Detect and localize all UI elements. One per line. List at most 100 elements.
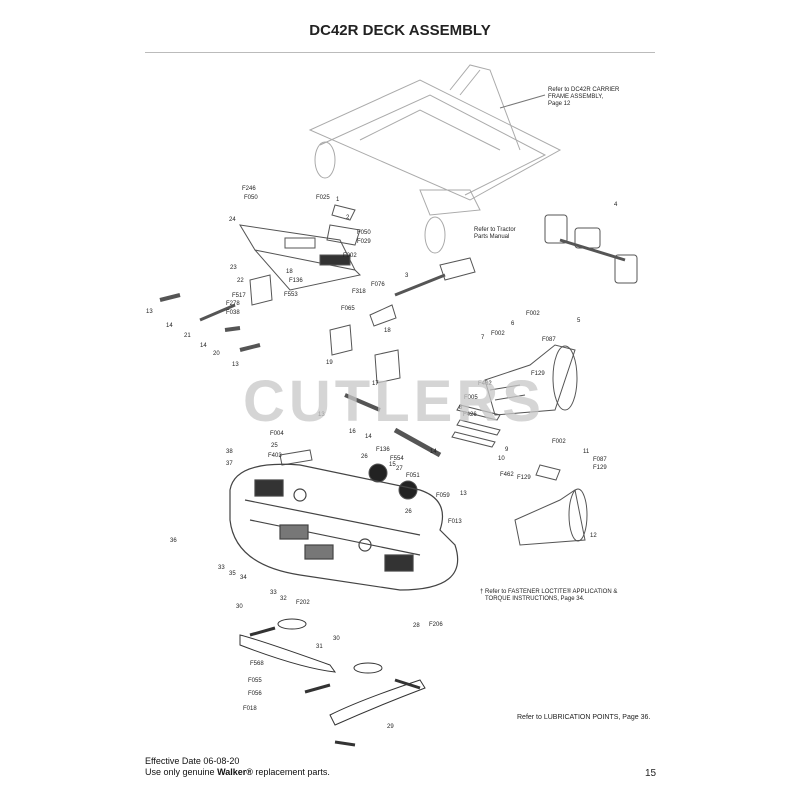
callout-label: 13 <box>146 309 153 315</box>
callout-label: 27 <box>396 466 403 472</box>
callout-label: 13 <box>460 491 467 497</box>
callout-label: 24 <box>229 217 236 223</box>
callout-label: 8 <box>459 405 463 411</box>
callout-label: F018 <box>243 706 257 712</box>
callout-label: F517 <box>232 293 246 299</box>
callout-label: 35 <box>229 571 236 577</box>
gearbox-assembly <box>544 214 638 284</box>
callout-label: 29 <box>387 724 394 730</box>
callout-label: F005 <box>464 395 478 401</box>
callout-label: 12 <box>590 533 597 539</box>
callout-label: F002 <box>491 331 505 337</box>
callout-label: 2 <box>346 215 350 221</box>
callout-label: F246 <box>242 186 256 192</box>
callout-label: 15 <box>389 462 396 468</box>
callout-label: F002 <box>343 253 357 259</box>
genuine-parts-notice: Use only genuine Walker® replacement par… <box>145 767 330 777</box>
effective-date: Effective Date 06-08-20 <box>145 756 240 766</box>
callout-label: F004 <box>270 431 284 437</box>
callout-label: F136 <box>289 278 303 284</box>
callout-label: 30 <box>236 604 243 610</box>
callout-label: 33 <box>218 565 225 571</box>
callout-label: F206 <box>429 622 443 628</box>
title-divider <box>145 52 655 53</box>
callout-label: F087 <box>593 457 607 463</box>
carrier-frame <box>308 64 562 254</box>
carrier-reference-note: Refer to DC42R CARRIER FRAME ASSEMBLY, P… <box>548 87 620 107</box>
callout-label: 18 <box>384 328 391 334</box>
callout-label: 14 <box>200 343 207 349</box>
callout-label: F202 <box>296 600 310 606</box>
callout-label: F462 <box>500 472 514 478</box>
loctite-reference-note: † Refer to FASTENER LOCTITE® APPLICATION… <box>480 589 618 602</box>
callout-label: F056 <box>248 691 262 697</box>
callout-labels: F246 F050 F025 1 24 2 F050 F029 F002 23 … <box>146 186 618 730</box>
discharge-chute-small <box>514 488 588 546</box>
deck-housing <box>229 463 459 591</box>
watermark: CUTLERS <box>243 369 545 434</box>
callout-label: 31 <box>316 644 323 650</box>
callout-label: 9 <box>505 447 509 453</box>
callout-label: 21 <box>184 333 191 339</box>
callout-label: 30 <box>333 636 340 642</box>
callout-label: 38 <box>226 449 233 455</box>
callout-label: 23 <box>230 265 237 271</box>
callout-label: 25 <box>271 443 278 449</box>
callout-label: F002 <box>552 439 566 445</box>
callout-label: 20 <box>213 351 220 357</box>
callout-label: 14 <box>430 449 437 455</box>
callout-label: 19 <box>326 360 333 366</box>
gearbox-cover <box>239 224 362 291</box>
callout-label: 6 <box>511 321 515 327</box>
callout-label: F554 <box>390 456 404 462</box>
callout-label: F051 <box>406 473 420 479</box>
callout-label: F136 <box>376 447 390 453</box>
callout-label: 28 <box>413 623 420 629</box>
callout-label: 13 <box>318 412 325 418</box>
callout-label: F025 <box>316 195 330 201</box>
callout-label: 3 <box>405 273 409 279</box>
callout-label: F029 <box>357 239 371 245</box>
page-number: 15 <box>645 768 657 779</box>
callout-label: 14 <box>166 323 173 329</box>
tractor-reference-note: Refer to Tractor Parts Manual <box>474 227 516 240</box>
discharge-chute <box>484 344 578 416</box>
callout-label: 13 <box>232 362 239 368</box>
callout-label: F278 <box>226 301 240 307</box>
blades <box>239 618 426 747</box>
callout-label: 16 <box>349 429 356 435</box>
callout-label: 34 <box>240 575 247 581</box>
callout-label: 5 <box>577 318 581 324</box>
callout-label: 10 <box>498 456 505 462</box>
callout-label: F462 <box>478 381 492 387</box>
callout-label: F129 <box>517 475 531 481</box>
callout-label: F568 <box>250 661 264 667</box>
callout-label: F050 <box>357 230 371 236</box>
callout-label: F129 <box>593 465 607 471</box>
callout-label: F129 <box>531 371 545 377</box>
callout-label: 22 <box>237 278 244 284</box>
callout-label: F038 <box>226 310 240 316</box>
callout-label: F065 <box>341 306 355 312</box>
callout-label: 1 <box>336 197 340 203</box>
callout-label: 4 <box>614 202 618 208</box>
callout-label: F002 <box>526 311 540 317</box>
callout-label: F055 <box>248 678 262 684</box>
callout-label: 32 <box>280 596 287 602</box>
callout-label: F318 <box>352 289 366 295</box>
callout-label: F403 <box>268 453 282 459</box>
lubrication-reference-note: Refer to LUBRICATION POINTS, Page 36. <box>517 714 651 721</box>
callout-label: 18 <box>286 269 293 275</box>
callout-label: 26 <box>405 509 412 515</box>
callout-label: 11 <box>583 449 590 455</box>
callout-label: 17 <box>372 381 379 387</box>
callout-label: F050 <box>244 195 258 201</box>
callout-label: F087 <box>542 337 556 343</box>
callout-label: 33 <box>270 590 277 596</box>
callout-label: 36 <box>170 538 177 544</box>
callout-label: F553 <box>284 292 298 298</box>
callout-label: F426 <box>463 412 477 418</box>
page-title: DC42R DECK ASSEMBLY <box>309 22 491 39</box>
callout-label: 14 <box>365 434 372 440</box>
